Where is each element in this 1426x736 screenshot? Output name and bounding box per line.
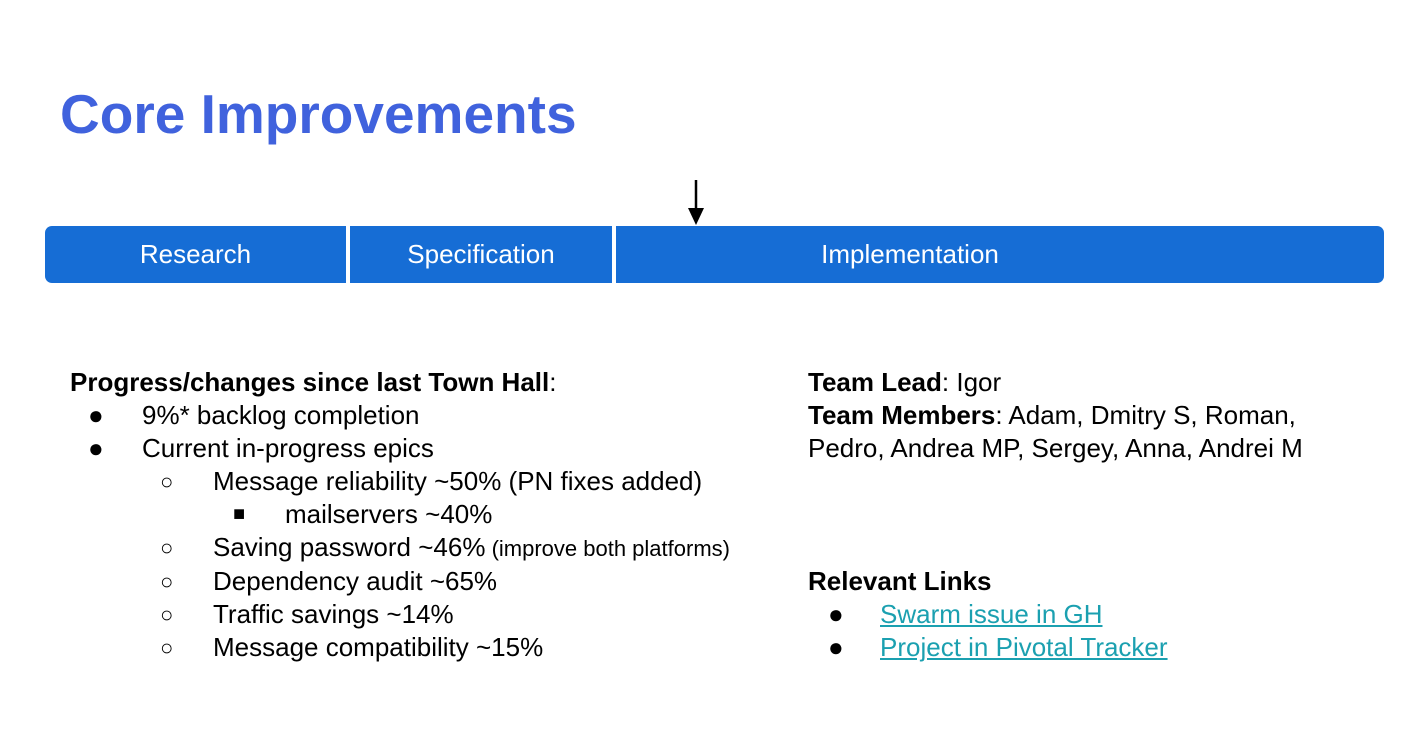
bullet-square-icon: ■ — [233, 503, 246, 525]
team-section: Team Lead: Igor Team Members: Adam, Dmit… — [808, 366, 1368, 465]
progress-section: Progress/changes since last Town Hall: ●… — [70, 366, 810, 664]
progress-heading-line: Progress/changes since last Town Hall: — [70, 366, 810, 399]
epic-text: Saving password ~46% — [213, 532, 486, 562]
epic-item: ○ Saving password ~46% (improve both pla… — [70, 531, 810, 565]
phase-specification: Specification — [350, 226, 612, 283]
list-item-text: Current in-progress epics — [142, 433, 434, 463]
bullet-circle-icon: ○ — [160, 469, 174, 494]
team-members-continued: Pedro, Andrea MP, Sergey, Anna, Andrei M — [808, 433, 1303, 463]
bullet-dot-icon: ● — [828, 632, 844, 662]
list-item: ● Project in Pivotal Tracker — [808, 631, 1368, 664]
epic-item: ○ Traffic savings ~14% — [70, 598, 810, 631]
links-section: Relevant Links ● Swarm issue in GH ● Pro… — [808, 565, 1368, 664]
slide-title: Core Improvements — [60, 83, 577, 145]
team-lead-line: Team Lead: Igor — [808, 366, 1368, 399]
list-item-text: 9%* backlog completion — [142, 400, 420, 430]
progress-list: ● 9%* backlog completion ● Current in-pr… — [70, 399, 810, 664]
links-list: ● Swarm issue in GH ● Project in Pivotal… — [808, 598, 1368, 664]
progress-heading: Progress/changes since last Town Hall — [70, 367, 550, 397]
bullet-dot-icon: ● — [88, 433, 104, 463]
bullet-circle-icon: ○ — [160, 535, 174, 560]
epic-item: ○ Message compatibility ~15% — [70, 631, 810, 664]
phase-research-label: Research — [139, 239, 252, 269]
list-item: ● Current in-progress epics — [70, 432, 810, 465]
team-members-label: Team Members — [808, 400, 996, 430]
epic-item: ○ Message reliability ~50% (PN fixes add… — [70, 465, 810, 498]
team-members-line: Team Members: Adam, Dmitry S, Roman, — [808, 399, 1368, 432]
bullet-dot-icon: ● — [828, 599, 844, 629]
bullet-circle-icon: ○ — [160, 635, 174, 660]
epic-text: Message compatibility ~15% — [213, 632, 544, 662]
phase-specification-label: Specification — [407, 239, 555, 269]
sub-epic-item: ■ mailservers ~40% — [70, 498, 810, 531]
bullet-circle-icon: ○ — [160, 569, 174, 594]
team-lead-label: Team Lead — [808, 367, 942, 397]
pivotal-tracker-link[interactable]: Project in Pivotal Tracker — [880, 632, 1168, 662]
phase-implementation: Implementation — [616, 226, 1384, 283]
epic-item: ○ Dependency audit ~65% — [70, 565, 810, 598]
bullet-dot-icon: ● — [88, 400, 104, 430]
epic-text: Dependency audit ~65% — [213, 566, 498, 596]
team-lead-value: : Igor — [941, 367, 1002, 397]
sub-epic-text: mailservers ~40% — [285, 499, 493, 529]
list-item: ● 9%* backlog completion — [70, 399, 810, 432]
epic-text: Message reliability ~50% (PN fixes added… — [213, 466, 703, 496]
epic-text: Traffic savings ~14% — [213, 599, 454, 629]
progress-heading-colon: : — [549, 367, 557, 397]
bullet-circle-icon: ○ — [160, 602, 174, 627]
current-phase-arrow-icon — [688, 180, 704, 225]
list-item: ● Swarm issue in GH — [808, 598, 1368, 631]
epic-note: (improve both platforms) — [485, 536, 730, 561]
phase-research: Research — [45, 226, 346, 283]
swarm-issue-link[interactable]: Swarm issue in GH — [880, 599, 1103, 629]
links-heading: Relevant Links — [808, 566, 992, 596]
phase-implementation-label: Implementation — [821, 239, 999, 269]
team-members-value: : Adam, Dmitry S, Roman, — [995, 400, 1296, 430]
phase-timeline: Research Specification Implementation — [45, 226, 1384, 283]
